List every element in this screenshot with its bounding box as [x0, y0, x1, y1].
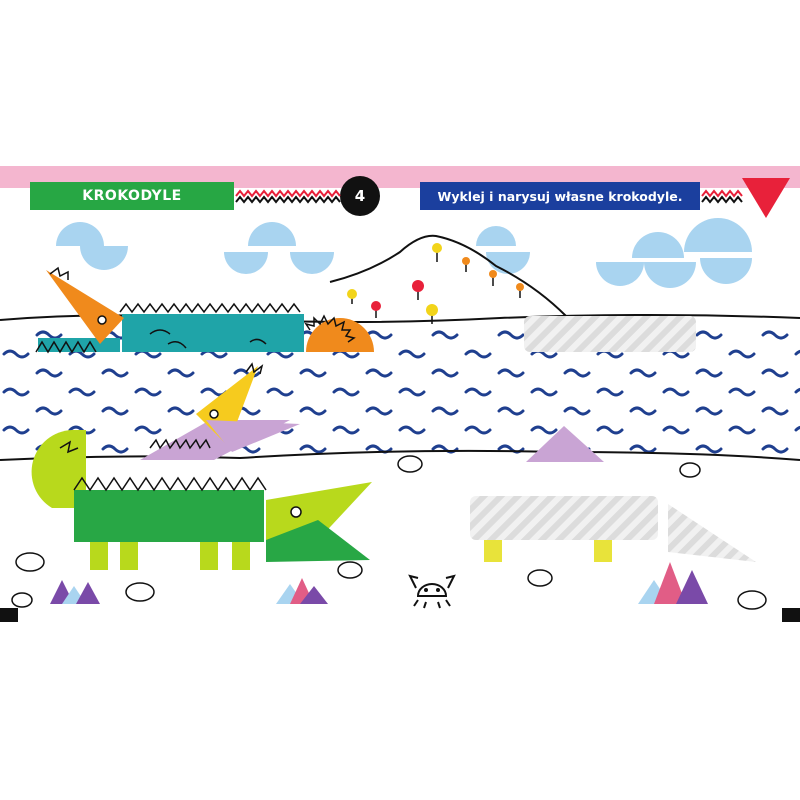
- crocodile-yellow-purple: [140, 362, 300, 460]
- instruction-label: Wyklej i narysuj własne krokodyle.: [420, 182, 700, 210]
- page-title: KROKODYLE: [30, 182, 234, 210]
- trees: [347, 243, 524, 324]
- clouds: [56, 218, 752, 288]
- corner-red-triangle: [742, 178, 790, 218]
- water-bottom-shore: [0, 449, 800, 461]
- zigzag-decoration-left: [235, 189, 341, 204]
- triangles-left: [50, 580, 100, 604]
- crocodile-orange-teal: [35, 266, 304, 354]
- sun-rays: [304, 314, 356, 343]
- leg-2: [594, 540, 612, 562]
- page-number-badge: 4: [340, 176, 380, 216]
- sun-icon: [306, 318, 374, 352]
- mountain-outline: [329, 234, 567, 317]
- sticker-placeholder-1[interactable]: [524, 316, 696, 352]
- bottom-left-block: [0, 608, 18, 622]
- sticker-placeholder-2[interactable]: [470, 496, 658, 540]
- pebbles: [11, 455, 767, 610]
- sticker-placeholder-3[interactable]: [668, 504, 756, 562]
- triangles-right: [638, 562, 708, 604]
- crocodile-lime-green: [31, 430, 372, 570]
- crab-icon: [408, 574, 456, 609]
- zigzag-decoration-right: [701, 189, 743, 204]
- bottom-right-block: [782, 608, 800, 622]
- leg-1: [484, 540, 502, 562]
- purple-triangle-sticker: [526, 426, 604, 462]
- triangles-middle: [276, 578, 328, 604]
